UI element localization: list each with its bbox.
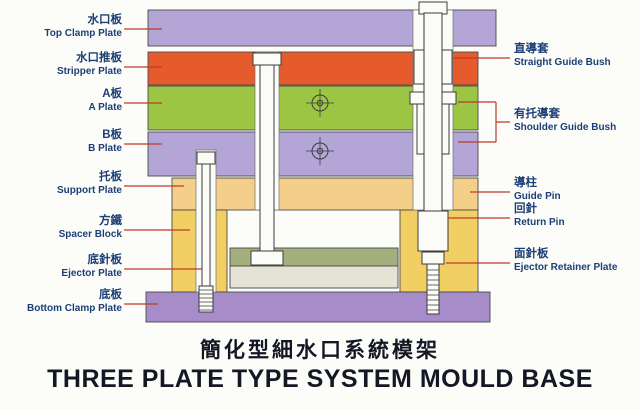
label-return-pin: 回針 Return Pin — [514, 201, 565, 228]
label-zh-text: 面針板 — [514, 246, 549, 260]
label-en-text: Shoulder Guide Bush — [514, 122, 616, 133]
labels-right: 直導套 Straight Guide Bush 有托導套 Shoulder Gu… — [514, 41, 618, 273]
center-marks — [306, 89, 334, 165]
label-zh-text: 托板 — [99, 169, 122, 183]
center-guide-pin-foot — [250, 250, 284, 266]
label-zh-text: 有托導套 — [514, 106, 560, 120]
label-en-text: Ejector Retainer Plate — [514, 262, 618, 273]
label-en-text: Spacer Block — [59, 229, 123, 240]
label-zh-text: 方鐵 — [99, 213, 122, 227]
label-b-plate: B板 B Plate — [88, 127, 122, 154]
label-en-text: Support Plate — [57, 185, 122, 196]
puller-bolt-thread-hatch — [199, 289, 213, 311]
leader-shoulder-guide-bush-bracket — [458, 101, 510, 143]
label-bottom-clamp-plate: 底板 Bottom Clamp Plate — [27, 287, 123, 314]
label-en-text: Top Clamp Plate — [44, 28, 122, 39]
label-stripper-plate: 水口推板 Stripper Plate — [57, 50, 123, 77]
title-english: THREE PLATE TYPE SYSTEM MOULD BASE — [47, 365, 593, 393]
labels-left: 水口板 Top Clamp Plate 水口推板 Stripper Plate … — [27, 12, 123, 314]
label-en-text: Return Pin — [514, 217, 565, 228]
label-en-text: Bottom Clamp Plate — [27, 303, 122, 314]
crosshair-icon — [306, 137, 334, 165]
label-zh-text: 底板 — [99, 287, 122, 301]
label-zh-text: 水口板 — [88, 12, 123, 26]
label-en-text: Ejector Plate — [61, 268, 122, 279]
return-pin-head — [421, 251, 445, 265]
puller-bolt-shaft — [201, 163, 211, 287]
label-en-text: Stripper Plate — [57, 66, 122, 77]
label-zh-text: B板 — [102, 127, 122, 141]
center-guide-pin-head — [252, 52, 282, 66]
label-zh-text: 導柱 — [514, 175, 537, 189]
label-guide-pin: 導柱 Guide Pin — [514, 175, 561, 202]
title-chinese: 簡化型細水口系統模架 — [200, 339, 440, 362]
label-zh-text: 底針板 — [88, 252, 123, 266]
label-en-text: Straight Guide Bush — [514, 57, 611, 68]
leader-lines — [124, 28, 510, 305]
label-a-plate: A板 A Plate — [88, 86, 122, 113]
label-en-text: Guide Pin — [514, 191, 561, 202]
label-top-clamp-plate: 水口板 Top Clamp Plate — [44, 12, 122, 39]
label-zh-text: 回針 — [514, 201, 537, 215]
label-ejector-retainer-plate: 面針板 Ejector Retainer Plate — [514, 246, 618, 273]
puller-bolt-threaded-end — [198, 285, 214, 313]
label-en-text: A Plate — [88, 102, 122, 113]
label-zh-text: A板 — [102, 86, 122, 100]
ejector-plate-shape — [229, 265, 399, 289]
label-straight-guide-bush: 直導套 Straight Guide Bush — [514, 41, 611, 68]
components — [196, 1, 457, 315]
mould-base-cross-section: 水口板 Top Clamp Plate 水口推板 Stripper Plate … — [27, 1, 618, 323]
return-pin-shank — [426, 263, 440, 315]
label-zh-text: 直導套 — [514, 41, 549, 55]
center-guide-pin-shaft — [259, 64, 275, 252]
puller-bolt-head — [196, 151, 216, 165]
label-spacer-block: 方鐵 Spacer Block — [59, 213, 123, 240]
return-pin-thread-hatch — [427, 269, 439, 311]
crosshair-icon — [306, 89, 334, 117]
guide-pillar-shaft — [423, 12, 443, 212]
label-en-text: B Plate — [88, 143, 122, 154]
label-support-plate: 托板 Support Plate — [57, 169, 123, 196]
label-shoulder-guide-bush: 有托導套 Shoulder Guide Bush — [514, 106, 616, 133]
guide-pillar-head — [418, 1, 448, 15]
label-zh-text: 水口推板 — [76, 50, 122, 64]
label-ejector-plate: 底針板 Ejector Plate — [61, 252, 122, 279]
guide-pillar-collar — [417, 210, 449, 252]
